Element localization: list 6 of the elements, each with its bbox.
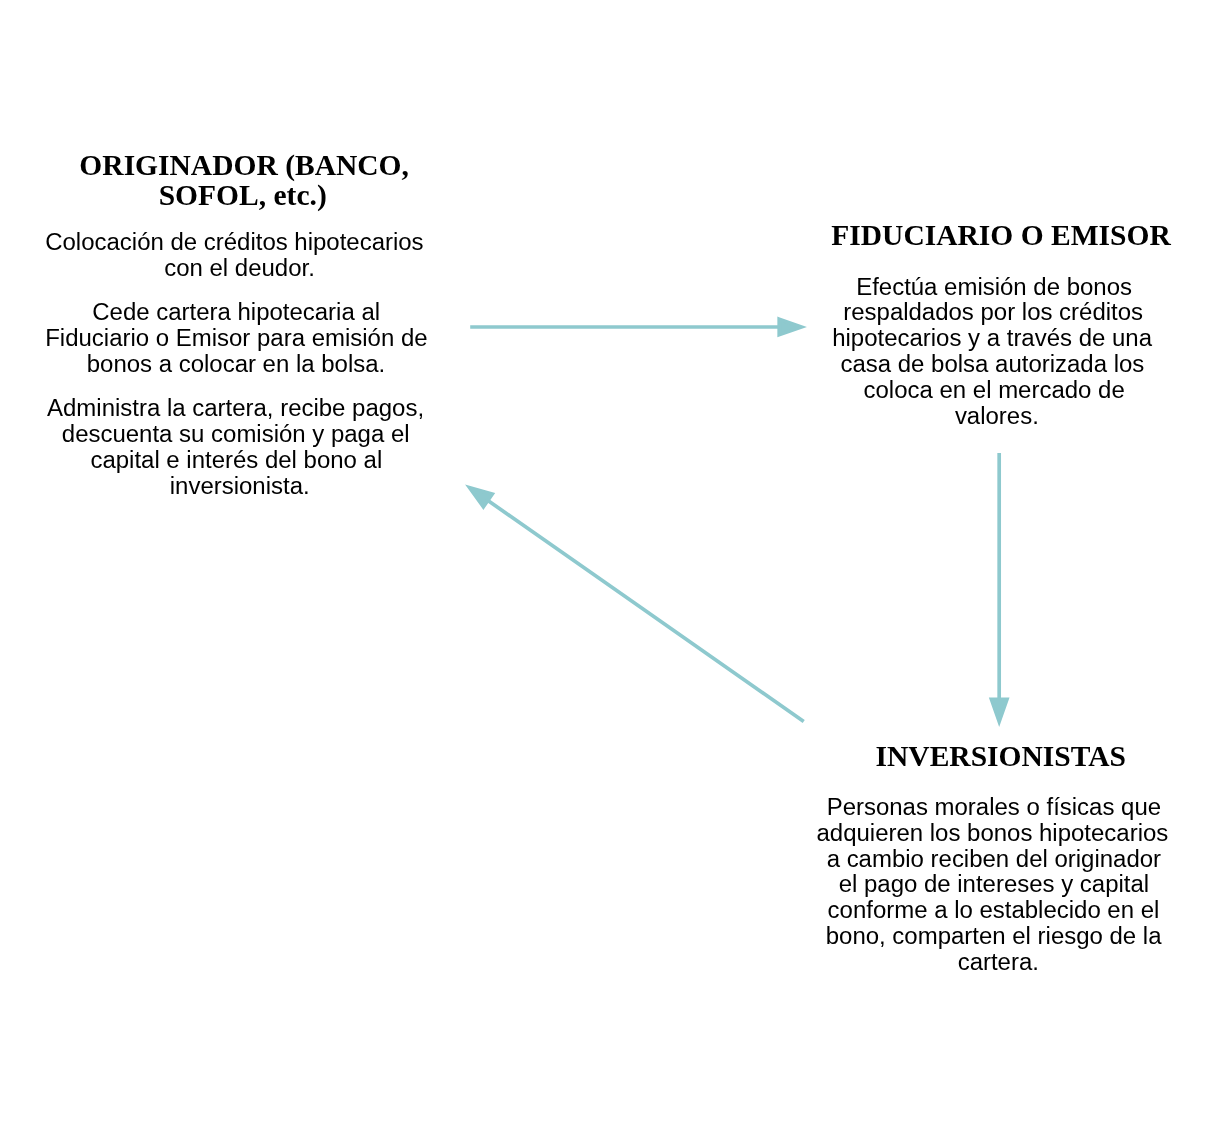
arrow <box>465 484 805 723</box>
node-text: ORIGINADOR (BANCO, SOFOL, etc.) Colocación de créditos hipotecarios con el deudor. Cede cartera hipotecaria al Fiduciario o Emisor para emisión de bonos a colocar en la bolsa. Administra la cartera, recibe pagos, descuenta su comisión y paga el capital e interés del bono al inversionista. <box>45 148 428 499</box>
node-text: FIDUCIARIO O EMISOR Efectúa emisión de bonos respaldados por los créditos hipotecarios y a través de una casa de bolsa autorizada los coloca en el mercado de valores. <box>831 218 1171 429</box>
arrow <box>470 316 807 337</box>
node-text: INVERSIONISTAS Personas morales o físicas que adquieren los bonos hipotecarios a cambio reciben del originador el pago de intereses y capital conforme a lo establecido en el bono, comparten el riesgo de la cartera. <box>816 739 1169 975</box>
arrow <box>988 452 1010 727</box>
